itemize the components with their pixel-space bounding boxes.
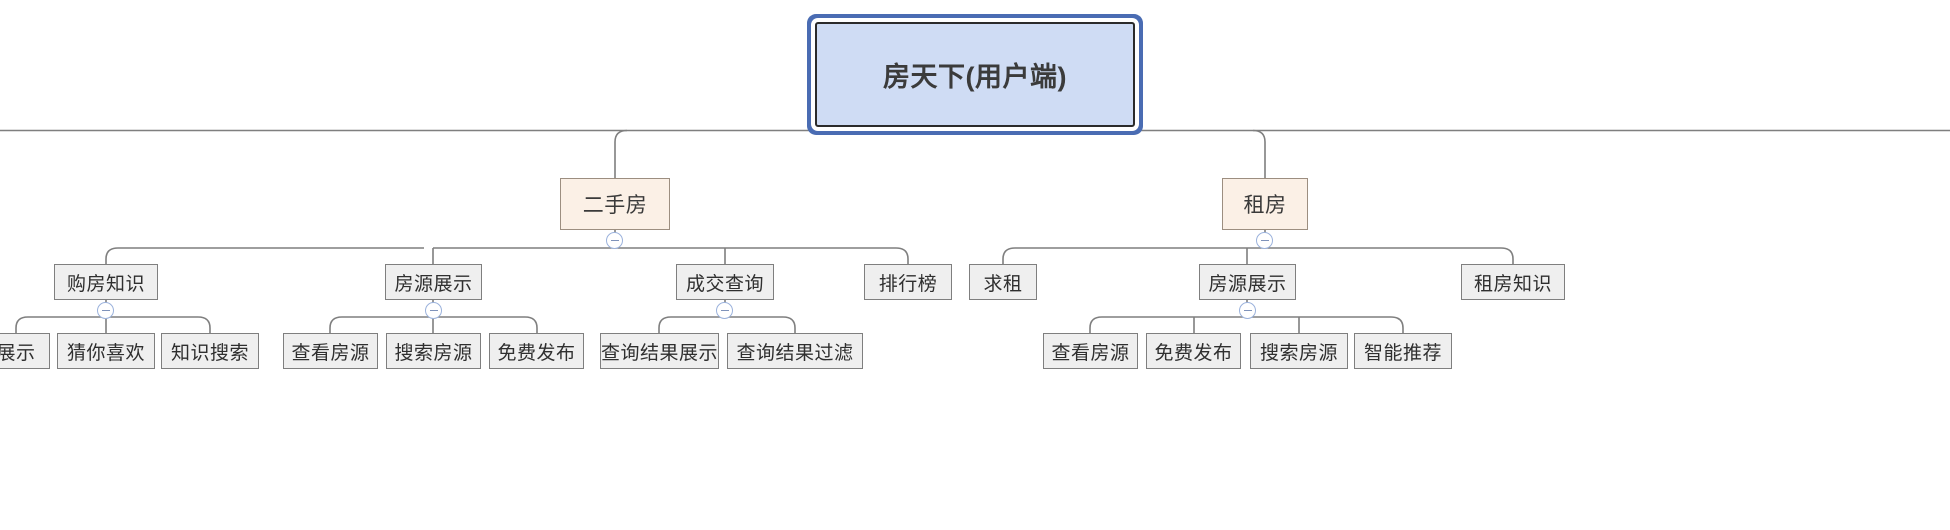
node-mianfeifabu-zufang[interactable]: 免费发布 [1146,333,1241,369]
minus-icon [610,239,619,242]
node-root[interactable]: 房天下(用户端) [815,22,1135,127]
node-zhinengtuijian[interactable]: 智能推荐 [1354,333,1452,369]
node-zhishisousuo[interactable]: 知识搜索 [161,333,259,369]
minus-icon [1243,309,1252,312]
node-chaxunjieguoguolv[interactable]: 查询结果过滤 [727,333,863,369]
node-goufangzhishi[interactable]: 购房知识 [54,264,158,300]
collapse-toggle-zufang-icon[interactable] [1256,232,1273,249]
node-fangyuanzhanshi-zufang[interactable]: 房源展示 [1199,264,1296,300]
node-zhanshi[interactable]: 展示 [0,333,50,369]
edge-esf-bus-left [105,247,424,264]
node-chakanfangyuan-zufang[interactable]: 查看房源 [1043,333,1138,369]
collapse-toggle-ershoufang-icon[interactable] [606,232,623,249]
node-zufangzhishi[interactable]: 租房知识 [1461,264,1565,300]
node-caiixihuan[interactable]: 猜你喜欢 [57,333,155,369]
minus-icon [720,309,729,312]
minus-icon [1260,239,1269,242]
node-sousuofangyuan-zufang[interactable]: 搜索房源 [1250,333,1348,369]
node-zufang[interactable]: 租房 [1222,178,1308,230]
collapse-toggle-chengjiaochaxun-icon[interactable] [716,302,733,319]
node-chaxunjieguozhanshi[interactable]: 查询结果展示 [600,333,719,369]
minus-icon [101,309,110,312]
edge-zf-bus-right [1247,247,1514,264]
node-sousuofangyuan-ershoufang[interactable]: 搜索房源 [386,333,481,369]
node-qiuzu[interactable]: 求租 [969,264,1037,300]
collapse-toggle-fangyuanzhanshi-zufang-icon[interactable] [1239,302,1256,319]
edge-fyzf-bus [1089,316,1404,333]
node-fangyuanzhanshi-ershoufang[interactable]: 房源展示 [385,264,482,300]
collapse-toggle-goufangzhishi-icon[interactable] [97,302,114,319]
minus-icon [429,309,438,312]
edge-zf-bus-left [1002,247,1247,264]
edge-esf-paihang [725,247,909,264]
edge-cjcx-bus [658,316,796,333]
edge-fyes-bus [329,316,538,333]
edge-gfzs-bus [15,316,211,333]
edge-spine-zufang [1252,129,1266,178]
edge-spine-ershoufang [614,129,628,178]
collapse-toggle-fangyuanzhanshi-ershoufang-icon[interactable] [425,302,442,319]
node-chengjiaochaxun[interactable]: 成交查询 [676,264,774,300]
node-mianfeifabu-ershoufang[interactable]: 免费发布 [489,333,584,369]
node-paihangbang[interactable]: 排行榜 [864,264,952,300]
node-chakanfangyuan-ershoufang[interactable]: 查看房源 [283,333,378,369]
node-ershoufang[interactable]: 二手房 [560,178,670,230]
